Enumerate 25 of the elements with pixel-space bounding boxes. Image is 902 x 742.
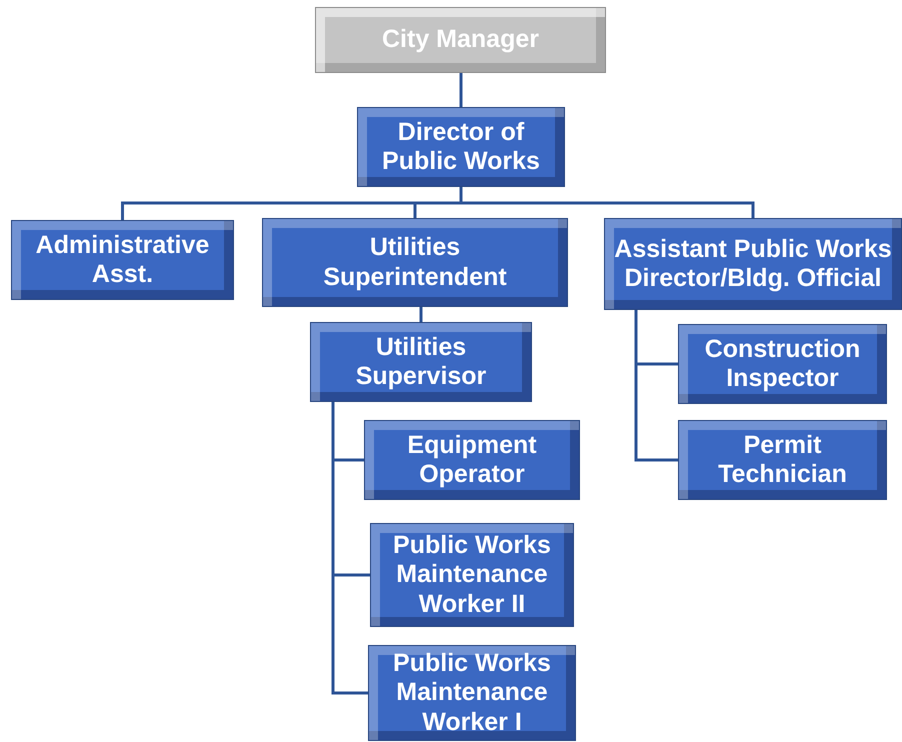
position-box bbox=[678, 324, 887, 404]
position-title: Utilities Supervisor bbox=[354, 332, 488, 392]
position-title: Administrative Asst. bbox=[34, 230, 210, 290]
connector-line bbox=[420, 307, 422, 322]
position-box bbox=[310, 322, 532, 402]
position-title: Assistant Public Works Director/Bldg. Official bbox=[613, 234, 893, 294]
position-box bbox=[364, 420, 580, 500]
position-box bbox=[11, 220, 234, 300]
position-box bbox=[262, 218, 568, 307]
position-title: Public Works Maintenance Worker II bbox=[392, 530, 552, 620]
connector-line bbox=[332, 402, 368, 694]
position-title: Utilities Superintendent bbox=[322, 233, 508, 292]
position-box bbox=[368, 645, 576, 741]
position-box bbox=[370, 523, 574, 627]
position-title: City Manager bbox=[382, 25, 539, 55]
position-title: Equipment Operator bbox=[406, 430, 538, 490]
position-title: Construction Inspector bbox=[704, 334, 862, 394]
position-title: Director of Public Works bbox=[381, 118, 541, 176]
position-box bbox=[357, 107, 565, 187]
position-box bbox=[678, 420, 887, 500]
connector-line bbox=[460, 73, 462, 107]
position-box bbox=[604, 218, 902, 310]
position-title: Permit Technician bbox=[717, 430, 848, 490]
top-position-box bbox=[315, 7, 606, 73]
position-title: Public Works Maintenance Worker I bbox=[392, 648, 552, 738]
